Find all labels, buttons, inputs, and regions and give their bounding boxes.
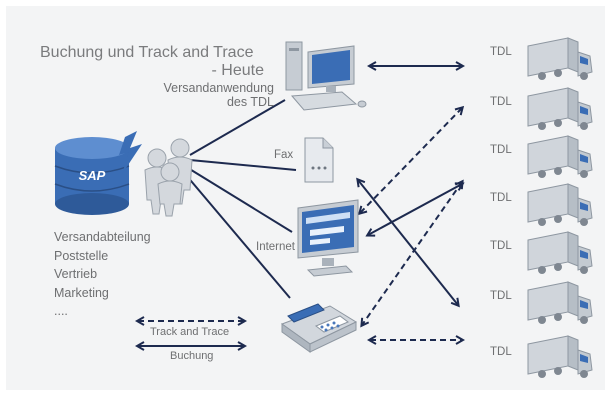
carrier-label: TDL xyxy=(490,346,512,358)
truck-icon xyxy=(527,37,593,80)
carrier-label: TDL xyxy=(490,96,512,108)
user-group-icon xyxy=(144,138,193,217)
carrier-label: TDL xyxy=(490,46,512,58)
fax-label: Fax xyxy=(274,149,294,161)
diagram-title: Buchung und Track and Trace xyxy=(40,44,254,61)
pc-label-line1: Versandanwendung xyxy=(163,81,274,95)
pc-label-line2: des TDL xyxy=(226,95,274,109)
department-item: Versandabteilung xyxy=(54,230,151,244)
carrier-label: TDL xyxy=(490,192,512,204)
department-item: Poststelle xyxy=(54,248,109,263)
truck-column xyxy=(527,37,593,378)
truck-icon xyxy=(527,135,593,178)
dashed-arrow-tdl3-phone xyxy=(362,182,462,325)
truck-icon xyxy=(527,87,593,130)
lightning-icon xyxy=(119,131,142,174)
department-item: Marketing xyxy=(54,285,109,300)
arrow-internet-to-tdl3 xyxy=(368,184,462,235)
line-users-to-fax xyxy=(189,159,297,171)
sap-label: SAP xyxy=(79,168,106,183)
truck-icon xyxy=(527,183,593,226)
telephone-icon xyxy=(280,303,358,353)
desktop-computer-icon xyxy=(285,41,367,111)
diagram-title-suffix: - Heute xyxy=(211,62,264,79)
sap-database-icon: SAP xyxy=(54,137,130,215)
line-users-to-pc xyxy=(189,99,286,156)
monitor-browser-icon xyxy=(297,199,359,277)
fax-document-icon xyxy=(304,137,334,183)
dashed-arrow-tdl2-internet xyxy=(360,108,462,213)
line-users-to-phone xyxy=(185,174,291,299)
legend-booking-label: Buchung xyxy=(170,350,214,362)
truck-icon xyxy=(527,231,593,274)
department-list: Versandabteilung Poststelle Vertrieb Mar… xyxy=(54,228,151,321)
department-item: Vertrieb xyxy=(54,267,98,281)
truck-icon xyxy=(527,281,593,324)
carrier-label: TDL xyxy=(490,290,512,302)
legend-track-label: Track and Trace xyxy=(150,326,230,338)
internet-label: Internet xyxy=(256,241,295,253)
carrier-label: TDL xyxy=(490,240,512,252)
line-users-to-internet xyxy=(187,167,293,233)
truck-icon xyxy=(527,335,593,378)
department-item: .... xyxy=(54,304,68,318)
arrow-fax-to-tdl5 xyxy=(358,180,458,305)
carrier-label: TDL xyxy=(490,144,512,156)
